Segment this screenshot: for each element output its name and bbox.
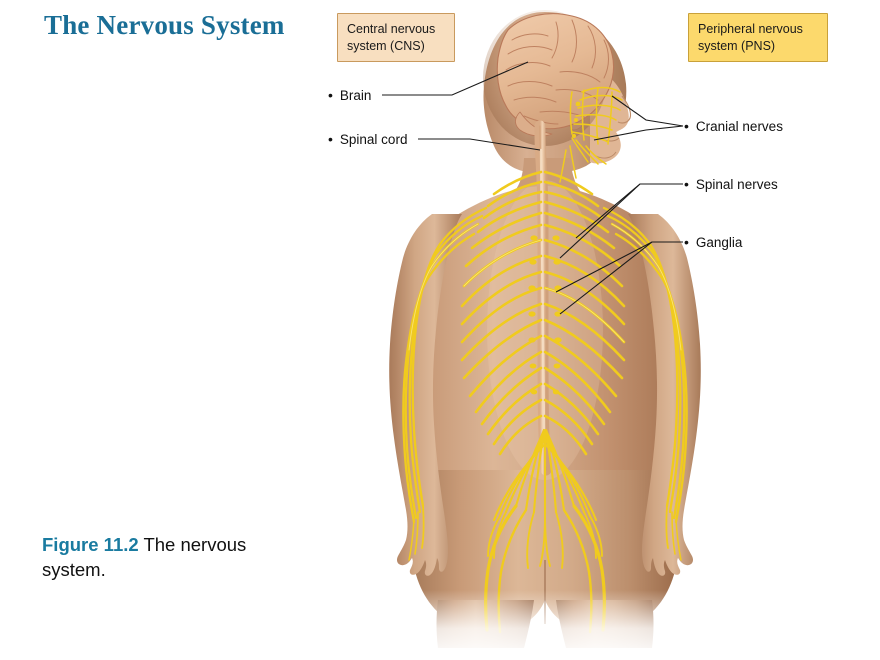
box-pns-line2: system (PNS)	[698, 38, 776, 53]
callout-brain-label: Brain	[339, 88, 372, 103]
callout-ganglia: • Ganglia	[684, 235, 742, 250]
figure-caption-text: The nervous system.	[42, 534, 247, 580]
ganglia	[528, 235, 562, 395]
brain	[496, 13, 615, 137]
cauda-equina	[492, 428, 598, 522]
callout-spinal-nerves: • Spinal nerves	[684, 177, 778, 192]
callout-spinal-cord-label: Spinal cord	[339, 132, 408, 147]
box-cns-line2: system (CNS)	[347, 38, 425, 53]
bullet-icon: •	[684, 118, 689, 134]
box-pns-line1: Peripheral nervous	[698, 22, 803, 36]
callout-spinal-cord: • Spinal cord	[328, 132, 407, 147]
bullet-icon: •	[328, 131, 333, 147]
figure-fade	[380, 590, 710, 660]
label-box-pns: Peripheral nervous system (PNS)	[688, 13, 828, 62]
page-title: The Nervous System	[44, 10, 285, 40]
callout-spinal-nerves-label: Spinal nerves	[695, 177, 778, 192]
callout-brain: • Brain	[328, 88, 371, 103]
figure-caption: Figure 11.2 The nervous system.	[42, 533, 292, 583]
figure-number: Figure 11.2	[42, 534, 139, 555]
box-cns-line1: Central nervous	[347, 22, 436, 36]
hips	[411, 470, 679, 630]
callout-cranial-nerves: • Cranial nerves	[684, 119, 783, 134]
callout-cranial-nerves-label: Cranial nerves	[695, 119, 783, 134]
bullet-icon: •	[684, 176, 689, 192]
label-box-cns: Central nervous system (CNS)	[337, 13, 455, 62]
bullet-icon: •	[328, 87, 333, 103]
callout-ganglia-label: Ganglia	[695, 235, 743, 250]
sacral-branches	[487, 511, 603, 569]
bullet-icon: •	[684, 234, 689, 250]
